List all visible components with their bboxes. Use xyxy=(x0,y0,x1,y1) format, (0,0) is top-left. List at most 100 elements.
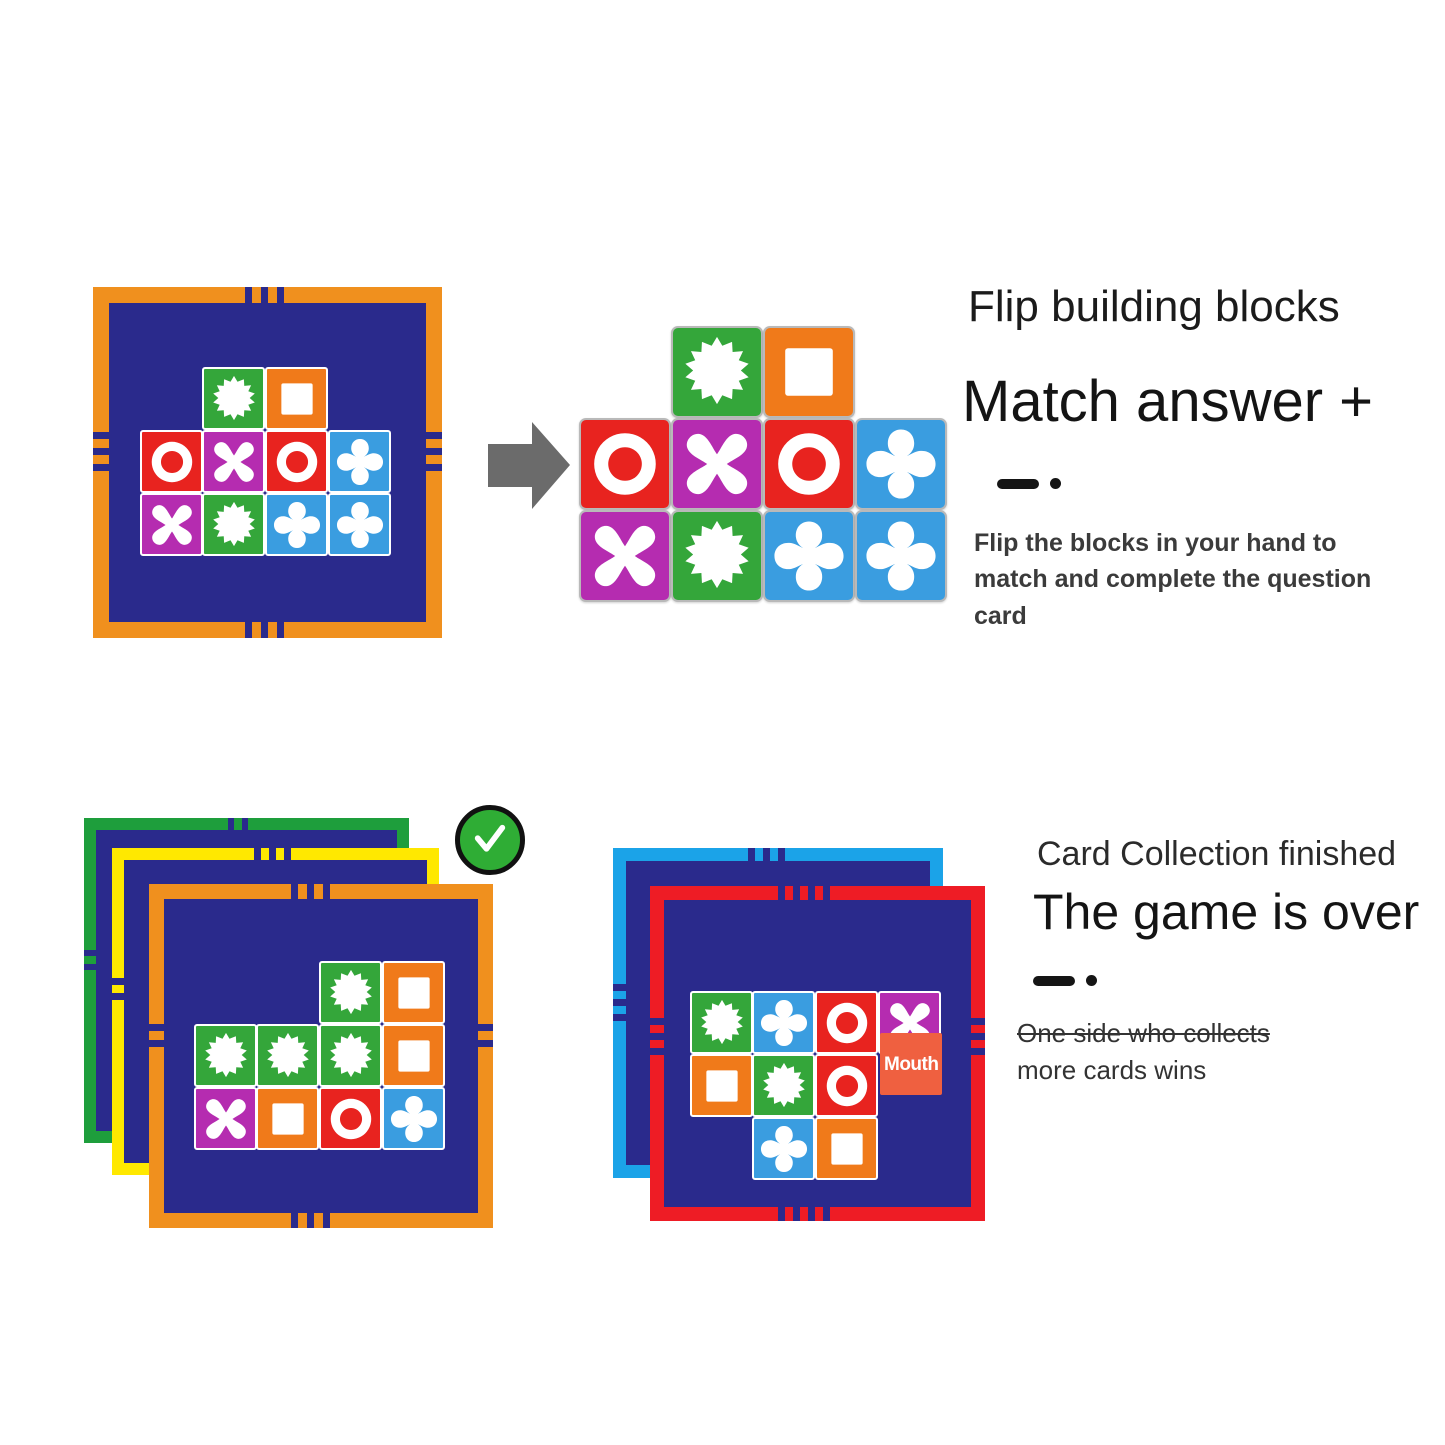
frame-notch xyxy=(261,287,268,303)
divider-dot xyxy=(1050,478,1061,489)
frame-notch xyxy=(254,848,261,860)
tile-flower[interactable] xyxy=(752,1117,815,1180)
frame-notch xyxy=(971,1018,985,1025)
frame-notch xyxy=(323,1213,330,1228)
tile-square[interactable] xyxy=(382,961,445,1024)
tile-starburst[interactable] xyxy=(256,1024,319,1087)
question-card-board[interactable] xyxy=(93,287,442,638)
divider-dot xyxy=(1086,975,1097,986)
tile-starburst[interactable] xyxy=(319,961,382,1024)
tile-starburst[interactable] xyxy=(194,1024,257,1087)
frame-notch xyxy=(426,464,442,471)
loose-blocks-group xyxy=(579,326,947,606)
step1-body-text: Flip the blocks in your hand to match an… xyxy=(974,529,1372,630)
board-tile-grid xyxy=(140,367,391,557)
step2-heading-line2: The game is over xyxy=(1033,884,1420,940)
tile-ring[interactable] xyxy=(265,430,328,493)
tile-square[interactable] xyxy=(815,1117,878,1180)
tile-ring[interactable] xyxy=(815,991,878,1054)
frame-notch xyxy=(478,1040,493,1047)
tile-xcross[interactable] xyxy=(194,1087,257,1150)
opponent-card-tile-grid: Mouth xyxy=(690,991,942,1181)
tile-xcross[interactable] xyxy=(202,430,265,493)
tile-flower[interactable] xyxy=(328,493,391,556)
frame-notch xyxy=(269,848,276,860)
block-flower[interactable] xyxy=(855,510,947,602)
frame-notch xyxy=(793,886,800,900)
frame-notch xyxy=(613,999,626,1006)
block-flower[interactable] xyxy=(763,510,855,602)
frame-notch xyxy=(323,884,330,899)
won-card-tile-grid xyxy=(194,961,445,1151)
frame-notch xyxy=(808,1207,815,1221)
step1-heading-line1: Flip building blocks xyxy=(968,282,1340,331)
tile-starburst[interactable] xyxy=(202,493,265,556)
frame-notch xyxy=(778,848,785,861)
stack-card-orange[interactable] xyxy=(149,884,493,1228)
step2-heading-line1: Card Collection finished xyxy=(1037,835,1397,873)
word-tile-mouth[interactable]: Mouth xyxy=(880,1033,942,1095)
frame-notch xyxy=(112,993,124,1000)
tile-square[interactable] xyxy=(265,367,328,430)
tile-ring[interactable] xyxy=(319,1087,382,1150)
tile-flower[interactable] xyxy=(265,493,328,556)
block-starburst[interactable] xyxy=(671,326,763,418)
frame-notch xyxy=(823,1207,830,1221)
tile-flower[interactable] xyxy=(382,1087,445,1150)
tile-starburst[interactable] xyxy=(690,991,753,1054)
frame-notch xyxy=(93,448,109,455)
block-flower[interactable] xyxy=(855,418,947,510)
frame-notch xyxy=(426,448,442,455)
tile-ring[interactable] xyxy=(815,1054,878,1117)
frame-notch xyxy=(93,464,109,471)
block-ring[interactable] xyxy=(579,418,671,510)
frame-notch xyxy=(478,1024,493,1031)
frame-notch xyxy=(971,1033,985,1040)
block-starburst[interactable] xyxy=(671,510,763,602)
frame-notch xyxy=(778,886,785,900)
frame-notch xyxy=(291,884,298,899)
block-square[interactable] xyxy=(763,326,855,418)
block-ring[interactable] xyxy=(763,418,855,510)
tile-starburst[interactable] xyxy=(319,1024,382,1087)
step1-heading-line2: Match answer + xyxy=(962,369,1374,434)
frame-notch xyxy=(650,1033,664,1040)
frame-notch xyxy=(748,848,755,861)
step2-divider xyxy=(1033,975,1097,986)
step2-body-line2: more cards wins xyxy=(1017,1055,1207,1085)
stack-card-red[interactable]: Mouth xyxy=(650,886,985,1221)
step2-body-line1: One side who collects xyxy=(1017,1018,1270,1048)
frame-notch xyxy=(808,886,815,900)
block-xcross[interactable] xyxy=(579,510,671,602)
divider-dash xyxy=(997,478,1039,489)
frame-notch xyxy=(426,432,442,439)
frame-notch xyxy=(112,978,124,985)
tile-square[interactable] xyxy=(256,1087,319,1150)
step1-divider xyxy=(997,478,1061,489)
tile-flower[interactable] xyxy=(328,430,391,493)
tile-starburst[interactable] xyxy=(202,367,265,430)
tile-flower[interactable] xyxy=(752,991,815,1054)
tile-ring[interactable] xyxy=(140,430,203,493)
tile-square[interactable] xyxy=(690,1054,753,1117)
frame-notch xyxy=(778,1207,785,1221)
frame-notch xyxy=(245,622,252,638)
frame-notch xyxy=(307,1213,314,1228)
frame-notch xyxy=(84,964,96,970)
frame-notch xyxy=(307,884,314,899)
right-arrow-icon xyxy=(470,418,575,513)
frame-notch xyxy=(149,1024,164,1031)
tile-xcross[interactable] xyxy=(140,493,203,556)
block-xcross[interactable] xyxy=(671,418,763,510)
check-icon xyxy=(455,805,525,875)
tile-square[interactable] xyxy=(382,1024,445,1087)
frame-notch xyxy=(277,287,284,303)
frame-notch xyxy=(261,622,268,638)
tile-starburst[interactable] xyxy=(752,1054,815,1117)
frame-notch xyxy=(971,1048,985,1055)
frame-notch xyxy=(613,1014,626,1021)
frame-notch xyxy=(650,1048,664,1055)
frame-notch xyxy=(650,1018,664,1025)
frame-notch xyxy=(613,984,626,991)
